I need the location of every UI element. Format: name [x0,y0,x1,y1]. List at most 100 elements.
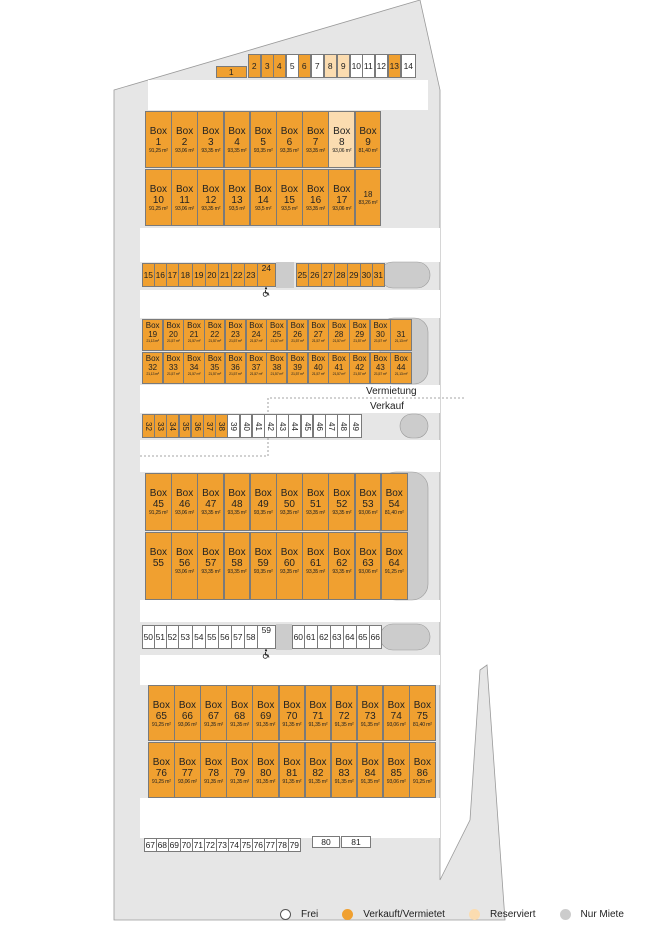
parking-space-41[interactable]: 41 [251,414,265,438]
parking-space-37[interactable]: 37 [203,414,216,438]
parking-space-33[interactable]: 33 [154,414,167,438]
parking-space-29[interactable]: 29 [347,263,361,287]
parking-space-67[interactable]: 67 [144,838,157,852]
parking-space-27[interactable]: 27 [321,263,335,287]
parking-space-44[interactable]: 44 [288,414,302,438]
parking-space-9[interactable]: 9 [337,54,350,78]
parking-space-73[interactable]: 73 [216,838,229,852]
parking-space-46[interactable]: 46 [312,414,326,438]
parking-space-71[interactable]: 71 [192,838,205,852]
parking-space-22[interactable]: 22 [231,263,245,287]
parking-space-20[interactable]: 20 [205,263,219,287]
parking-space-13[interactable]: 13 [388,54,401,78]
parking-space-23[interactable]: 23 [244,263,258,287]
parking-space-11[interactable]: 11 [362,54,375,78]
parking-space-79[interactable]: 79 [288,838,301,852]
parking-space-43[interactable]: 43 [276,414,289,438]
parking-space-62[interactable]: 62 [317,625,331,649]
parking-space-39[interactable]: 39 [227,414,241,438]
parking-space-57[interactable]: 57 [231,625,245,649]
parking-space-10[interactable]: 10 [350,54,363,78]
parking-space-38[interactable]: 38 [215,414,228,438]
parking-space-24[interactable]: 24 [257,263,276,287]
parking-space-14[interactable]: 14 [401,54,416,78]
parking-space-35[interactable]: 35 [178,414,192,438]
parking-space-53[interactable]: 53 [178,625,193,649]
parking-space-18[interactable]: 18 [178,263,193,287]
parking-space-58[interactable]: 58 [244,625,258,649]
parking-space-36[interactable]: 36 [190,414,204,438]
parking-space-78[interactable]: 78 [276,838,289,852]
parking-space-66[interactable]: 66 [369,625,382,649]
parking-space-19[interactable]: 19 [192,263,206,287]
parking-space-17[interactable]: 17 [166,263,179,287]
parking-space-32[interactable]: 32 [142,414,155,438]
parking-space-75[interactable]: 75 [240,838,253,852]
parking-space-15[interactable]: 15 [142,263,155,287]
parking-space-47[interactable]: 47 [325,414,338,438]
parking-space-50[interactable]: 50 [142,625,155,649]
parking-space-1[interactable]: 1 [216,66,247,78]
parking-space-81[interactable]: 81 [341,836,371,848]
parking-space-64[interactable]: 64 [343,625,357,649]
parking-space-59[interactable]: 59 [257,625,276,649]
parking-space-45[interactable]: 45 [300,414,314,438]
parking-space-28[interactable]: 28 [334,263,348,287]
parking-space-7[interactable]: 7 [311,54,324,78]
parking-space-40[interactable]: 40 [239,414,253,438]
parking-space-2[interactable]: 2 [248,54,261,78]
parking-space-72[interactable]: 72 [204,838,217,852]
